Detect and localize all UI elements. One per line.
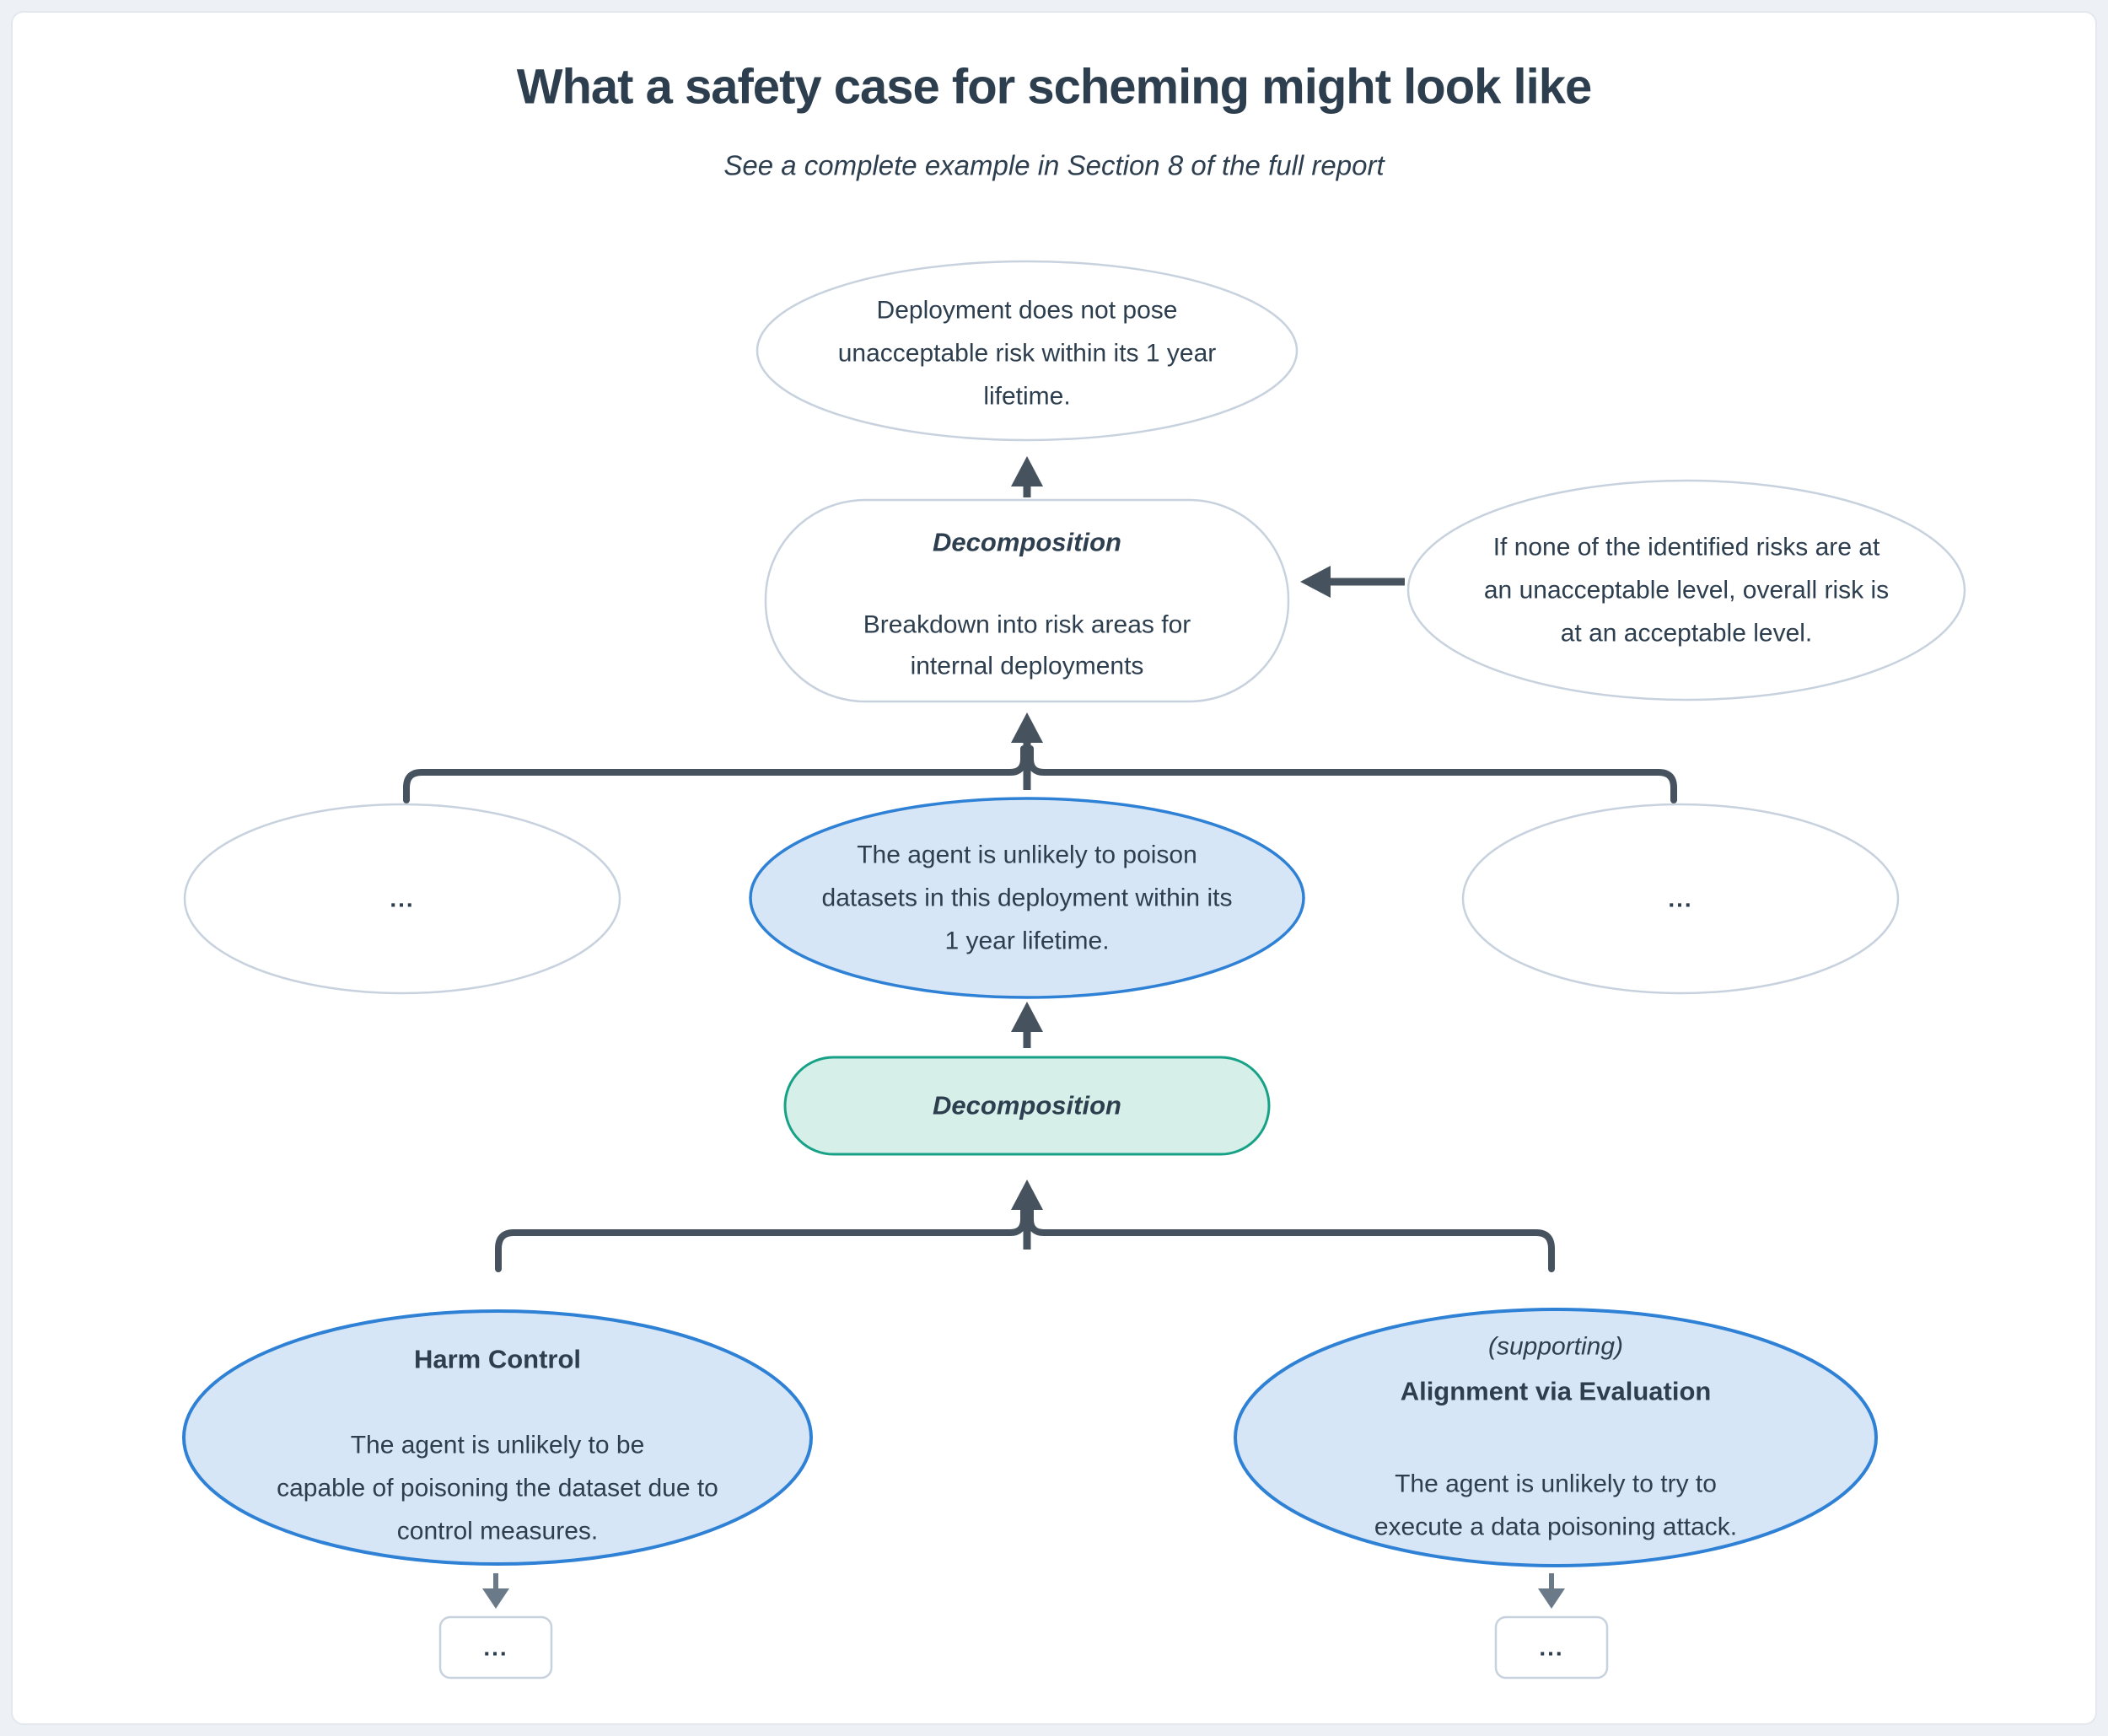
node-more-left: ... [438,1615,553,1680]
risk-claim-line: 1 year lifetime. [944,927,1109,955]
sibling-left-label: ... [390,886,414,912]
page-title: What a safety case for scheming might lo… [517,60,1591,115]
node-decomposition-2: Decomposition [783,1056,1271,1156]
node-decomposition-1: Decomposition Breakdown into risk areas … [764,498,1290,703]
down-arrow-icon [1538,1573,1565,1609]
node-risk-claim: The agent is unlikely to poison datasets… [749,797,1305,999]
alignment-line: The agent is unlikely to try to [1395,1470,1717,1498]
top-claim-line: Deployment does not pose [877,297,1178,325]
branch-connector-1 [403,712,1677,804]
sibling-left-ellipse [183,803,621,995]
page-subtitle: See a complete example in Section 8 of t… [723,150,1385,181]
up-arrow-icon [1011,1002,1043,1048]
top-claim-line: lifetime. [983,383,1070,411]
arrow-head [1538,1588,1565,1609]
harm-control-title: Harm Control [414,1345,581,1374]
node-sibling-left: ... [183,803,621,995]
top-claim-line: unacceptable risk within its 1 year [838,340,1217,368]
arrow-head [1011,1002,1043,1032]
arrow-head [1300,566,1331,598]
decomposition-1-title: Decomposition [933,528,1121,557]
side-note-line: If none of the identified risks are at [1493,534,1880,562]
harm-control-line: The agent is unlikely to be [351,1432,645,1459]
node-harm-control: Harm Control The agent is unlikely to be… [182,1309,813,1566]
arrow-head [1011,456,1043,486]
harm-control-ellipse [182,1309,813,1566]
bracket-left [403,745,1027,804]
side-note-ellipse [1406,479,1966,701]
more-right-box [1494,1615,1609,1680]
arrow-head [1011,1180,1043,1210]
alignment-pretitle: (supporting) [1488,1333,1623,1361]
node-alignment-evaluation: (supporting) Alignment via Evaluation Th… [1234,1308,1878,1567]
alignment-title: Alignment via Evaluation [1401,1377,1712,1406]
alignment-line: execute a data poisoning attack. [1374,1513,1737,1541]
decomposition-2-box [783,1056,1271,1156]
risk-claim-ellipse [749,797,1305,999]
bracket-right [1027,745,1677,804]
more-left-label: ... [483,1635,508,1661]
arrow-head [482,1588,509,1609]
more-right-label: ... [1539,1635,1563,1661]
arrow-head [1011,712,1043,743]
bracket-right [1027,1207,1555,1272]
decomposition-1-line: Breakdown into risk areas for [863,611,1191,639]
top-claim-ellipse [756,260,1299,442]
alignment-ellipse [1234,1308,1878,1567]
sibling-right-label: ... [1668,886,1692,912]
up-arrow-icon [1011,456,1043,497]
harm-control-line: capable of poisoning the dataset due to [277,1475,718,1502]
decomposition-2-title: Decomposition [933,1091,1121,1121]
risk-claim-line: datasets in this deployment within its [822,884,1233,912]
side-note-line: at an acceptable level. [1561,620,1813,648]
risk-claim-line: The agent is unlikely to poison [857,841,1197,869]
harm-control-line: control measures. [397,1518,598,1545]
node-top-claim: Deployment does not pose unacceptable ri… [756,260,1299,442]
sibling-right-ellipse [1461,803,1900,995]
node-sibling-right: ... [1461,803,1900,995]
down-arrow-icon [482,1573,509,1609]
node-side-note: If none of the identified risks are at a… [1406,479,1966,701]
left-arrow-icon [1300,566,1405,598]
side-note-line: an unacceptable level, overall risk is [1484,577,1889,605]
node-more-right: ... [1494,1615,1609,1680]
bracket-left [495,1207,1027,1272]
more-left-box [438,1615,553,1680]
decomposition-1-box [764,498,1290,703]
decomposition-1-line: internal deployments [911,653,1144,680]
branch-connector-2 [495,1180,1555,1272]
